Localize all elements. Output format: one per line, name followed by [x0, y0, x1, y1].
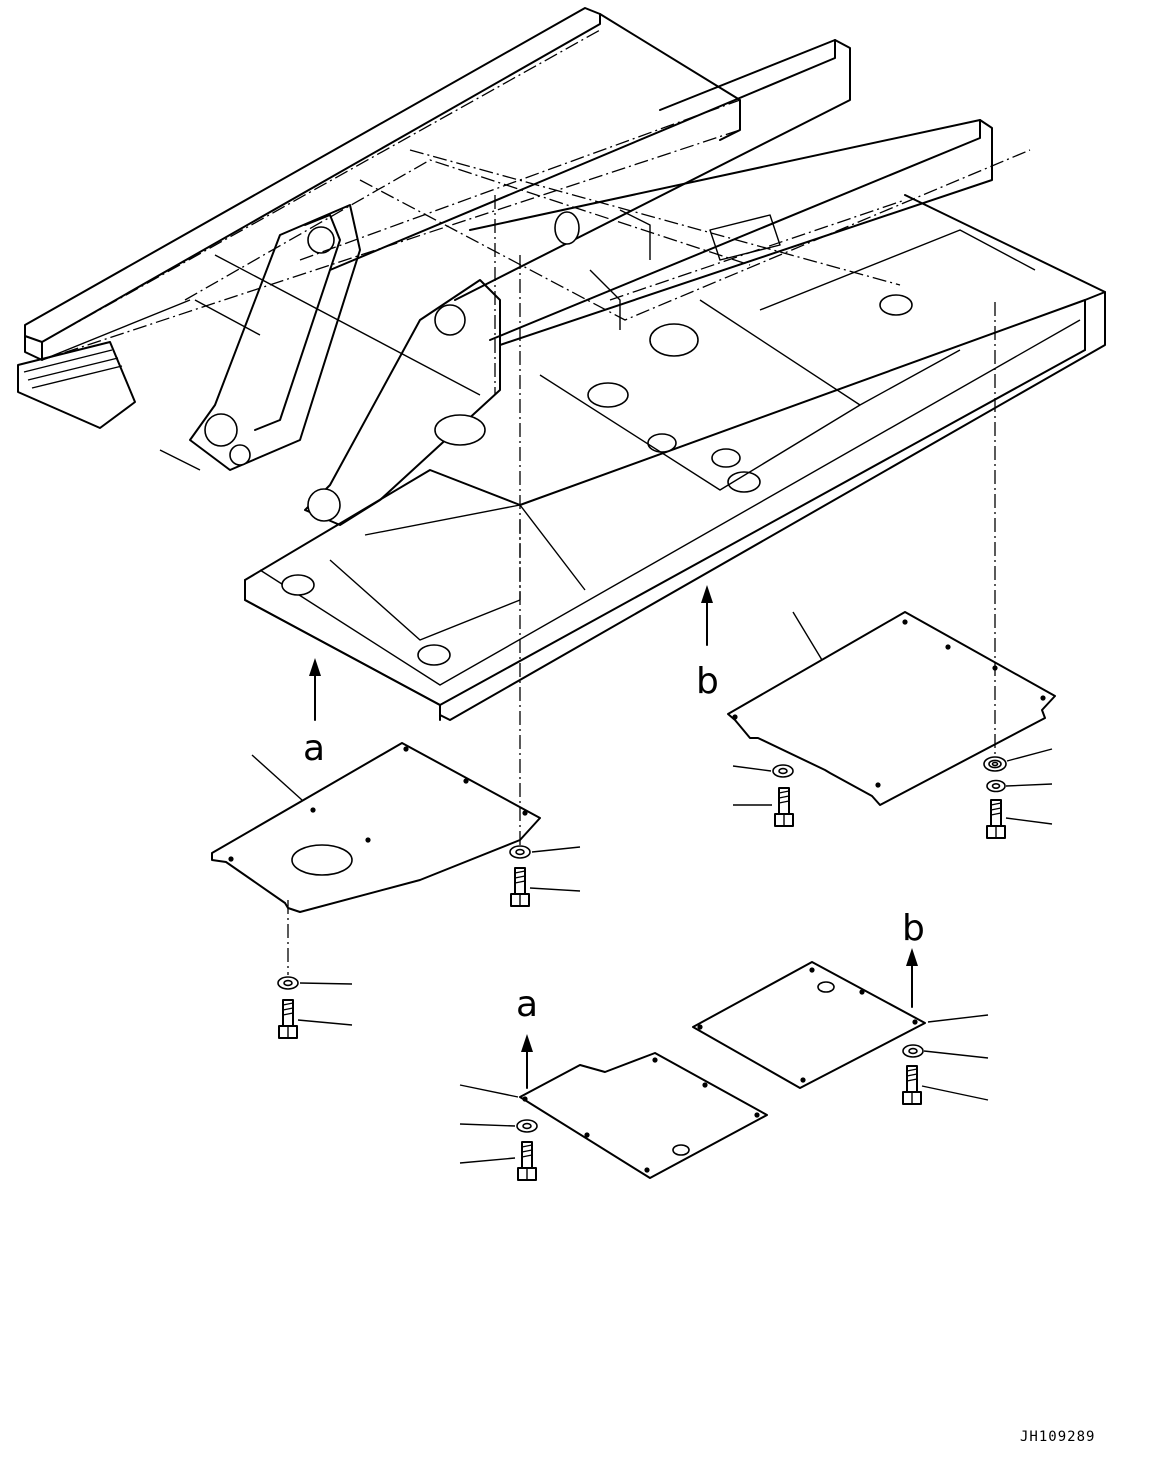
undercover-plate-4: [519, 1052, 768, 1179]
washer-6: [902, 1044, 924, 1058]
arrow-b-upper: [701, 585, 713, 646]
callout-b-upper: b: [696, 661, 719, 702]
washers: [277, 756, 1007, 1133]
bolts: [278, 787, 1006, 1181]
arrow-a-upper: [309, 658, 321, 721]
bolt-1: [510, 867, 530, 907]
alignment-lines: [287, 255, 996, 975]
bolt-6: [517, 1141, 537, 1181]
washer-3: [772, 764, 794, 778]
bolt-2: [278, 999, 298, 1039]
hidden-lines: [41, 29, 1031, 600]
washer-7: [516, 1119, 538, 1133]
callout-a-upper: a: [303, 728, 325, 769]
undercover-plate-1: [211, 742, 541, 913]
revolving-frame: [17, 7, 1106, 721]
arrow-a-lower: [521, 1034, 533, 1089]
leader-plate-2: [792, 611, 823, 661]
callout-b-lower: b: [902, 908, 925, 949]
bolt-4: [986, 799, 1006, 839]
leader-plate-3: [927, 1014, 989, 1023]
washer-1: [509, 845, 531, 859]
undercover-plate-2: [727, 611, 1056, 806]
arrows: [309, 585, 918, 1089]
bolt-5: [902, 1065, 922, 1105]
arrow-b-lower: [906, 948, 918, 1008]
undercover-plate-3: [692, 961, 926, 1089]
callout-a-lower: a: [516, 984, 538, 1025]
drawing-code: JH109289: [1020, 1429, 1095, 1445]
washer-2: [277, 976, 299, 990]
leader-plate-1: [251, 754, 303, 801]
washer-4: [983, 756, 1007, 772]
bolt-3: [774, 787, 794, 827]
leader-plate-4: [459, 1084, 519, 1098]
part-leaders: [297, 748, 1053, 1164]
washer-5: [986, 779, 1006, 793]
